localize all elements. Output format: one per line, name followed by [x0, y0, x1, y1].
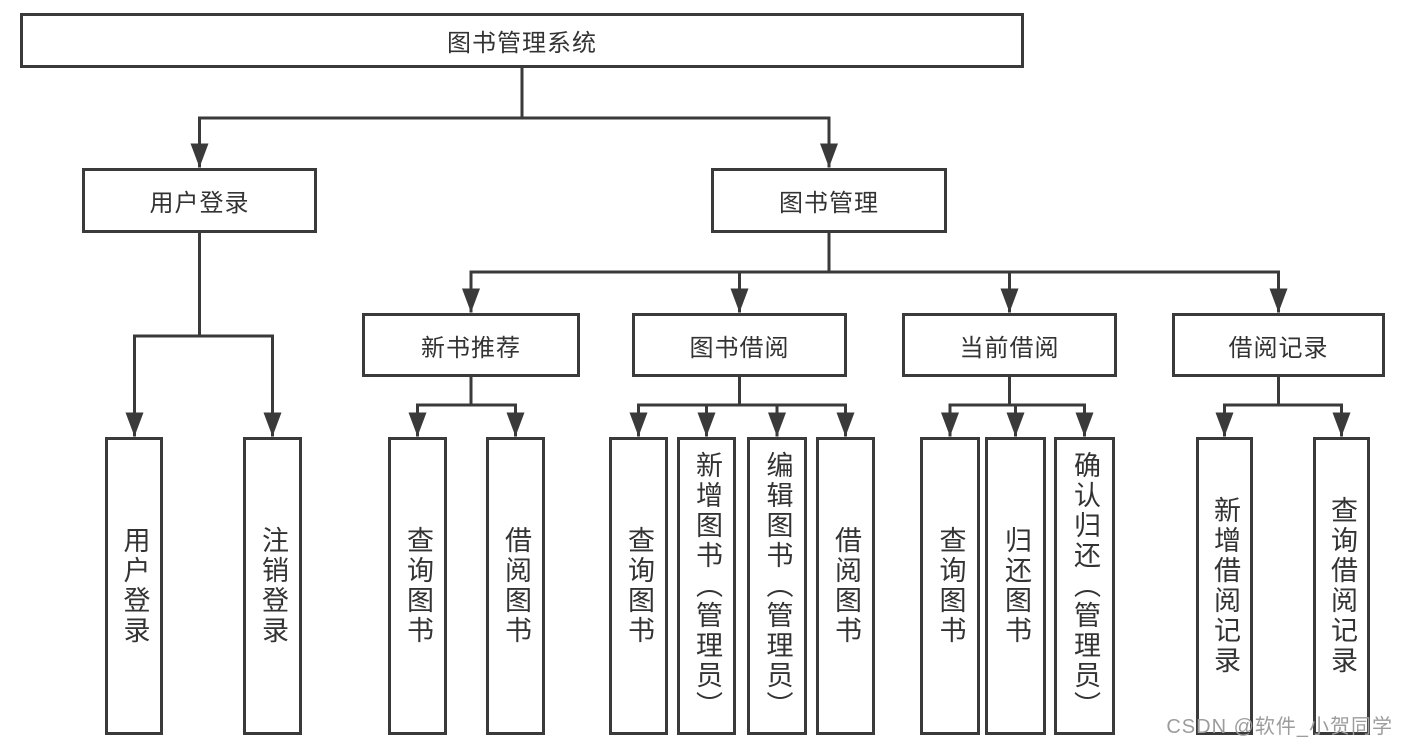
leaf-borrowing-edit-books-admin: 编辑图书（管理员）: [747, 437, 807, 735]
leaf-records-query-record-label: 查询借阅记录: [1327, 496, 1357, 676]
leaf-recommend-borrow-books-label: 借阅图书: [501, 526, 531, 646]
node-new-book-recommendation-label: 新书推荐: [421, 334, 521, 362]
node-current-borrowing-label: 当前借阅: [959, 334, 1060, 362]
leaf-logout: 注销登录: [243, 437, 302, 735]
leaf-records-add-record: 新增借阅记录: [1196, 437, 1253, 735]
leaf-current-query-books-label: 查询图书: [935, 526, 966, 646]
leaf-borrowing-add-books-admin-label: 新增图书（管理员）: [692, 451, 722, 721]
node-new-book-recommendation: 新书推荐: [362, 313, 580, 377]
leaf-current-confirm-return-admin-label: 确认归还（管理员）: [1070, 451, 1100, 721]
leaf-recommend-query-books: 查询图书: [388, 437, 447, 735]
leaf-logout-label: 注销登录: [258, 526, 288, 646]
node-user-login-label: 用户登录: [149, 190, 250, 217]
leaf-borrowing-borrow-books: 借阅图书: [816, 437, 875, 735]
node-borrowing-records-label: 借阅记录: [1228, 334, 1329, 362]
node-book-management: 图书管理: [711, 168, 947, 233]
leaf-user-login: 用户登录: [105, 437, 163, 735]
leaf-borrowing-borrow-books-label: 借阅图书: [831, 526, 861, 646]
leaf-recommend-borrow-books: 借阅图书: [486, 437, 545, 735]
leaf-current-query-books: 查询图书: [920, 437, 980, 735]
leaf-current-confirm-return-admin: 确认归还（管理员）: [1054, 437, 1115, 735]
leaf-records-add-record-label: 新增借阅记录: [1210, 496, 1240, 676]
leaf-records-query-record: 查询借阅记录: [1313, 437, 1370, 735]
node-current-borrowing: 当前借阅: [902, 313, 1117, 377]
node-root-label: 图书管理系统: [447, 30, 597, 57]
leaf-current-return-books-label: 归还图书: [1001, 526, 1031, 646]
node-borrowing-records: 借阅记录: [1172, 313, 1385, 377]
node-book-borrowing: 图书借阅: [632, 313, 847, 377]
node-book-management-label: 图书管理: [779, 190, 879, 217]
leaf-borrowing-add-books-admin: 新增图书（管理员）: [677, 437, 736, 735]
leaf-user-login-label: 用户登录: [119, 526, 150, 646]
node-root: 图书管理系统: [20, 13, 1024, 68]
node-user-login: 用户登录: [82, 168, 317, 233]
node-book-borrowing-label: 图书借阅: [689, 334, 790, 362]
csdn-watermark: CSDN @软件_小贺同学: [1166, 716, 1393, 738]
leaf-current-return-books: 归还图书: [985, 437, 1046, 735]
leaf-borrowing-edit-books-admin-label: 编辑图书（管理员）: [762, 451, 793, 721]
leaf-recommend-query-books-label: 查询图书: [403, 526, 433, 646]
leaf-borrowing-query-books: 查询图书: [609, 437, 668, 735]
leaf-borrowing-query-books-label: 查询图书: [624, 526, 654, 646]
